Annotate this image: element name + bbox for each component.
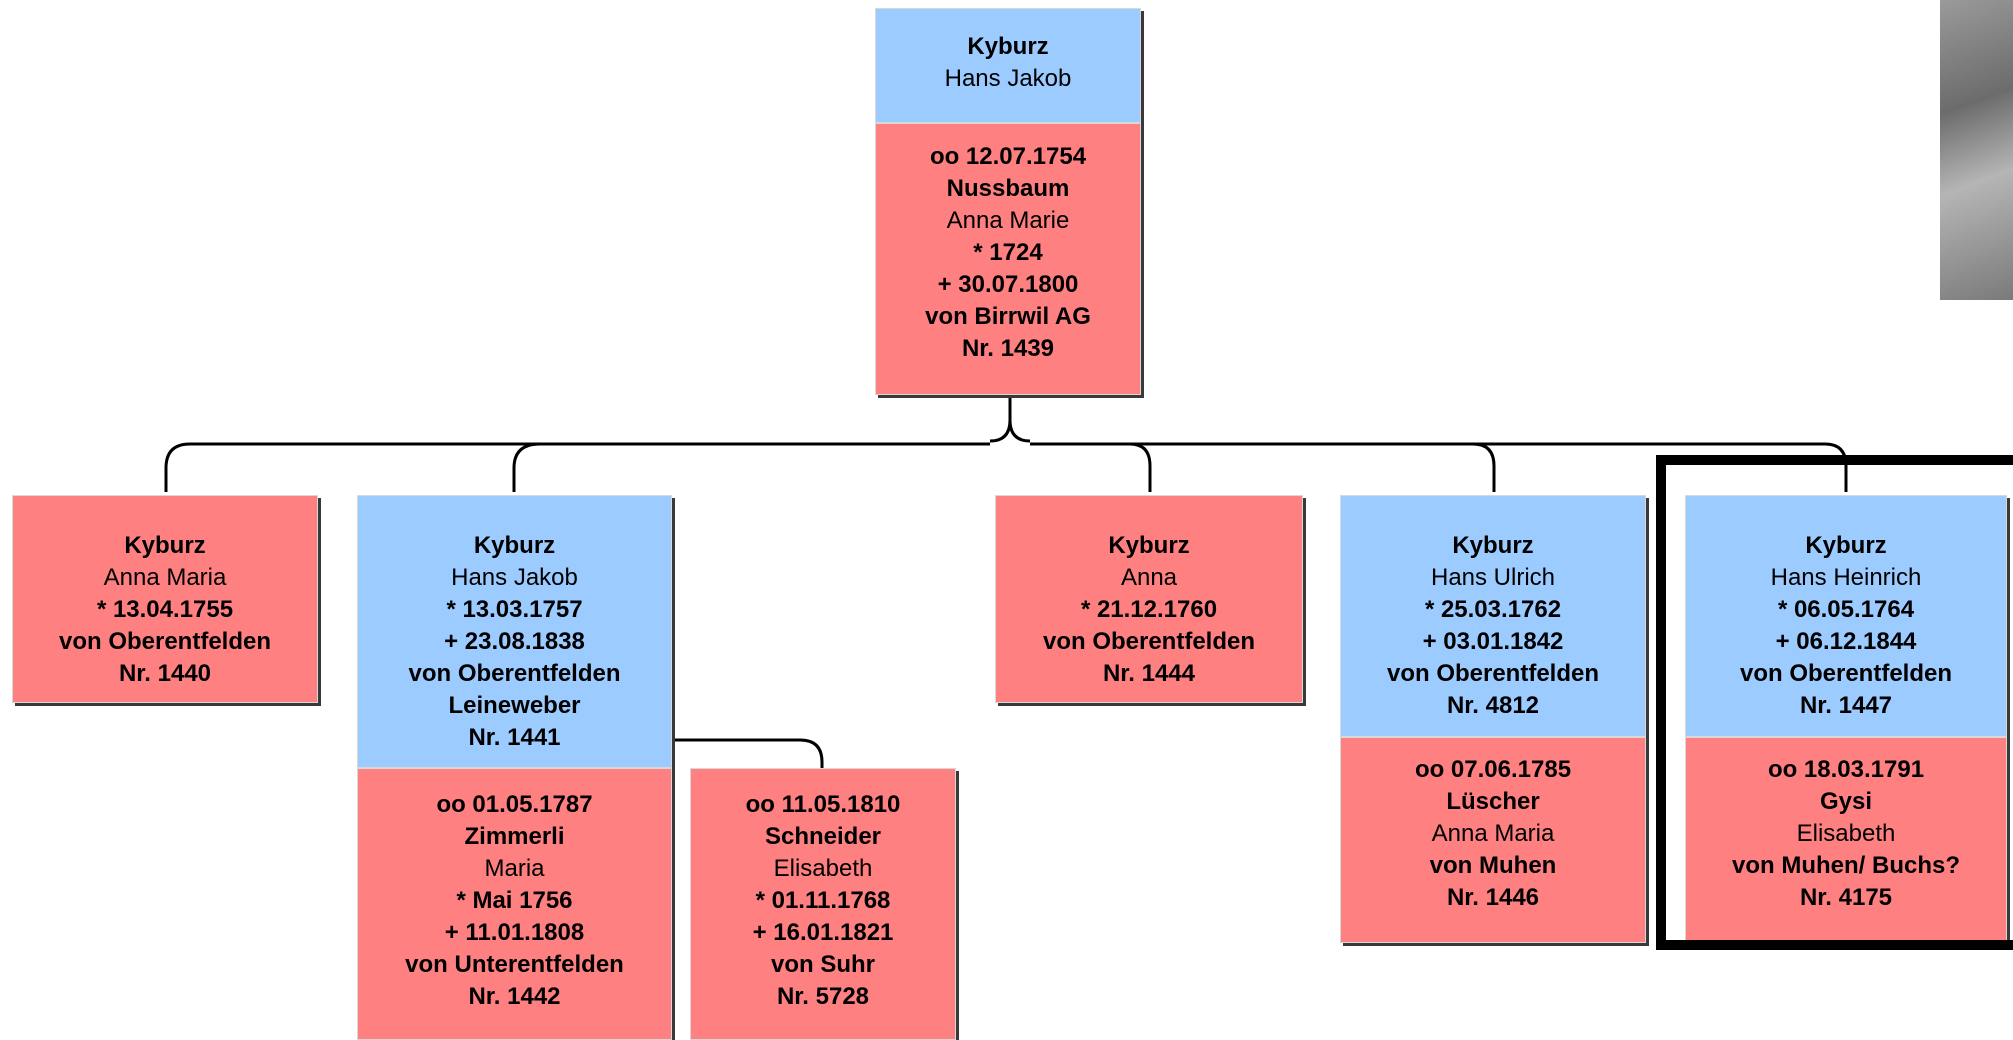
- root-spouse-number: Nr. 1439: [961, 335, 1055, 362]
- child-given-name: Anna Maria: [103, 564, 227, 591]
- child-birth: * 13.04.1755: [96, 596, 234, 623]
- child-origin: von Oberentfelden: [1739, 660, 1953, 687]
- spouse-birth: * 01.11.1768: [755, 887, 891, 914]
- spouse-birth: * Mai 1756: [456, 887, 573, 914]
- child-box-hans-ulrich[interactable]: Kyburz Hans Ulrich * 25.03.1762 + 03.01.…: [1340, 495, 1646, 737]
- spouse-origin: von Muhen/ Buchs?: [1732, 852, 1960, 879]
- connector-root-stem-right: [1008, 419, 1031, 443]
- root-spouse-origin: von Birrwil AG: [925, 303, 1091, 330]
- child-number: Nr. 1444: [1102, 660, 1196, 687]
- root-spouse-box[interactable]: oo 12.07.1754 Nussbaum Anna Marie * 1724…: [875, 123, 1141, 395]
- child-birth: * 06.05.1764: [1777, 596, 1915, 623]
- spouse-number: Nr. 1442: [468, 983, 561, 1010]
- spouse-given-name: Maria: [484, 855, 545, 882]
- child-number: Nr. 1447: [1799, 692, 1893, 719]
- child-origin: von Oberentfelden: [408, 660, 621, 687]
- child-birth: * 13.03.1757: [446, 596, 583, 623]
- spouse-number: Nr. 4175: [1799, 884, 1893, 911]
- child-given-name: Hans Heinrich: [1770, 564, 1922, 591]
- child-surname: Kyburz: [1805, 532, 1887, 559]
- child-box-hans-jakob[interactable]: Kyburz Hans Jakob * 13.03.1757 + 23.08.1…: [357, 495, 672, 768]
- spouse-marriage: oo 01.05.1787: [436, 791, 593, 818]
- root-spouse-surname: Nussbaum: [946, 175, 1070, 202]
- child-death: + 06.12.1844: [1775, 628, 1917, 655]
- spouse-given-name: Anna Maria: [1431, 820, 1555, 847]
- root-person-box[interactable]: Kyburz Hans Jakob: [875, 8, 1141, 123]
- child-death: + 03.01.1842: [1422, 628, 1564, 655]
- child-number: Nr. 1441: [468, 724, 561, 751]
- spouse-box-zimmerli[interactable]: oo 01.05.1787 Zimmerli Maria * Mai 1756 …: [357, 768, 672, 1040]
- child-number: Nr. 4812: [1446, 692, 1540, 719]
- root-given-name: Hans Jakob: [944, 65, 1072, 92]
- connector-left-bar: [164, 442, 990, 492]
- spouse-number: Nr. 5728: [776, 983, 870, 1010]
- connector-child-3: [1129, 442, 1152, 492]
- spouse-marriage: oo 07.06.1785: [1414, 756, 1572, 783]
- connector-child-4: [1472, 442, 1496, 492]
- child-death: + 23.08.1838: [444, 628, 585, 655]
- child-surname: Kyburz: [1108, 532, 1190, 559]
- spouse-death: + 11.01.1808: [444, 919, 585, 946]
- spouse-origin: von Suhr: [770, 951, 875, 978]
- spouse-marriage: oo 11.05.1810: [745, 791, 901, 818]
- root-spouse-birth: * 1724: [973, 239, 1043, 266]
- root-spouse-given-name: Anna Marie: [946, 207, 1070, 234]
- child-given-name: Hans Jakob: [451, 564, 578, 591]
- spouse-origin: von Muhen: [1429, 852, 1557, 879]
- spouse-marriage: oo 18.03.1791: [1767, 756, 1925, 783]
- spouse-box-schneider[interactable]: oo 11.05.1810 Schneider Elisabeth * 01.1…: [690, 768, 956, 1040]
- child-box-anna-maria[interactable]: Kyburz Anna Maria * 13.04.1755 von Obere…: [12, 495, 318, 703]
- spouse-box-gysi[interactable]: oo 18.03.1791 Gysi Elisabeth von Muhen/ …: [1685, 737, 2007, 943]
- child-surname: Kyburz: [124, 532, 206, 559]
- spouse-death: + 16.01.1821: [752, 919, 894, 946]
- child-birth: * 25.03.1762: [1424, 596, 1562, 623]
- spouse-given-name: Elisabeth: [1796, 820, 1896, 847]
- connector-child-2: [512, 442, 541, 492]
- child-origin: von Oberentfelden: [58, 628, 272, 655]
- spouse-surname: Zimmerli: [464, 823, 565, 850]
- selection-frame: [1656, 455, 2013, 950]
- child-surname: Kyburz: [473, 532, 556, 559]
- child-number: Nr. 1440: [118, 660, 212, 687]
- child-given-name: Anna: [1120, 564, 1178, 591]
- spouse-surname: Lüscher: [1446, 788, 1540, 815]
- connector-right-bar: [1030, 442, 1848, 492]
- child-origin: von Oberentfelden: [1042, 628, 1256, 655]
- child-origin: von Oberentfelden: [1386, 660, 1600, 687]
- child-box-anna[interactable]: Kyburz Anna * 21.12.1760 von Oberentfeld…: [995, 495, 1303, 703]
- spouse-surname: Schneider: [764, 823, 882, 850]
- root-spouse-death: + 30.07.1800: [937, 271, 1079, 298]
- child-box-hans-heinrich[interactable]: Kyburz Hans Heinrich * 06.05.1764 + 06.1…: [1685, 495, 2007, 737]
- child-birth: * 21.12.1760: [1080, 596, 1218, 623]
- spouse-box-luescher[interactable]: oo 07.06.1785 Lüscher Anna Maria von Muh…: [1340, 737, 1646, 943]
- spouse-given-name: Elisabeth: [773, 855, 873, 882]
- spouse-origin: von Unterentfelden: [405, 951, 624, 978]
- connector-root-stem: [989, 395, 1012, 443]
- child-surname: Kyburz: [1452, 532, 1534, 559]
- root-surname: Kyburz: [967, 33, 1049, 60]
- spouse-number: Nr. 1446: [1446, 884, 1540, 911]
- root-spouse-marriage: oo 12.07.1754: [929, 143, 1087, 170]
- child-given-name: Hans Ulrich: [1430, 564, 1556, 591]
- connector-second-marriage: [670, 738, 824, 768]
- child-occupation: Leineweber: [448, 692, 581, 719]
- portrait-photo: [1940, 0, 2013, 300]
- spouse-surname: Gysi: [1819, 788, 1873, 815]
